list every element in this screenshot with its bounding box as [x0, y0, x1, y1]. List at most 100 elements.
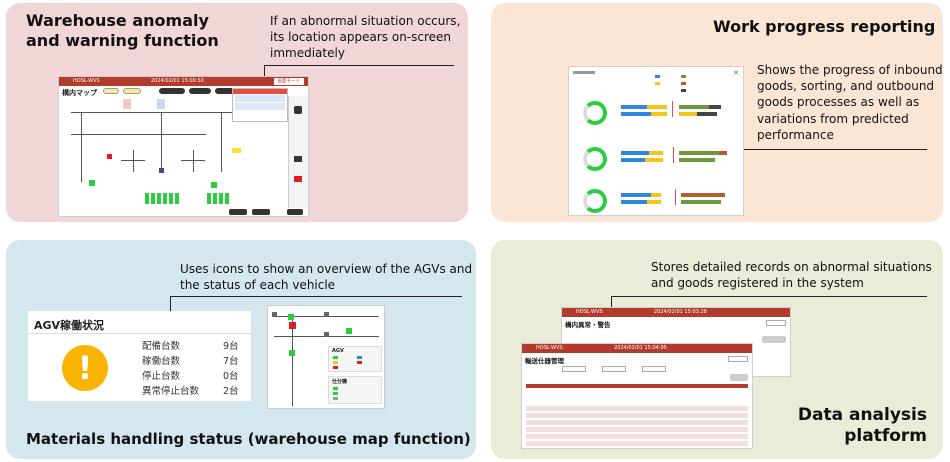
- filter-pill[interactable]: [103, 88, 119, 94]
- app-name: HOSL-WVS: [73, 78, 100, 84]
- page-title: 構内マップ: [62, 89, 97, 97]
- cart-icon[interactable]: [272, 312, 277, 317]
- panel-description: Shows the progress of inbound goods, sor…: [757, 63, 943, 142]
- agv-alert-icon[interactable]: [289, 322, 296, 329]
- table-row[interactable]: [526, 406, 748, 411]
- agv-legend: AGV: [328, 346, 382, 372]
- progress-ring: [583, 101, 607, 125]
- route-line: [71, 112, 236, 113]
- table-row[interactable]: [526, 420, 748, 425]
- filter-pill[interactable]: [189, 88, 211, 94]
- filter-field[interactable]: [602, 366, 626, 372]
- panel-description: Uses icons to show an overview of the AG…: [180, 262, 473, 293]
- agv-icon[interactable]: [288, 314, 294, 320]
- alert-row[interactable]: [235, 111, 285, 118]
- sidebar-icon[interactable]: [294, 176, 302, 182]
- stat-label: 停止台数: [142, 371, 181, 382]
- equipment-records-screenshot: HOSL-WVS 2024/02/01 15:04:05 輸送仕器管理: [521, 343, 753, 449]
- datetime: 2024/02/01 15:04:05: [614, 345, 667, 351]
- agv-icon[interactable]: [289, 350, 295, 356]
- filter-pill[interactable]: [123, 88, 141, 94]
- panel-title: Warehouse anomaly and warning function: [26, 11, 219, 50]
- cart-icon[interactable]: [324, 312, 329, 317]
- app-name: HOSL-WVS: [536, 345, 563, 351]
- warning-badge: [232, 148, 241, 153]
- table-header: [526, 384, 748, 388]
- agv-alert-icon[interactable]: [107, 154, 112, 159]
- mini-map-screenshot: AGV 仕分機: [267, 305, 385, 409]
- page-title: 構内異常・警告: [565, 321, 611, 329]
- sorter-legend: 仕分機: [328, 376, 382, 404]
- panel-work-progress: Work progress reporting Shows the progre…: [491, 3, 943, 222]
- panel-title: Work progress reporting: [713, 17, 936, 36]
- filter-pill[interactable]: [215, 88, 239, 94]
- rack-icon: [213, 193, 217, 204]
- progress-ring: [583, 189, 607, 213]
- panel-description: If an abnormal situation occurs, its loc…: [270, 14, 461, 61]
- legend-title: 仕分機: [332, 379, 348, 385]
- agv-status-card: AGV稼働状況 ! 配備台数 9台 稼働台数 7台 停止台数 0台 異常停止台数…: [28, 311, 251, 401]
- footer-button[interactable]: [252, 209, 270, 215]
- map-sidebar: [288, 96, 308, 208]
- agv-icon[interactable]: [346, 328, 352, 334]
- mode-button[interactable]: [766, 320, 786, 326]
- stat-value: 9台: [223, 341, 239, 352]
- legend-title: AGV: [332, 348, 344, 354]
- search-button[interactable]: [730, 374, 748, 381]
- panel-title: Data analysis platform: [797, 405, 927, 447]
- route-line: [221, 112, 222, 172]
- panel-materials-handling: Uses icons to show an overview of the AG…: [6, 240, 476, 459]
- datetime: 2024/02/01 15:00:50: [151, 78, 204, 84]
- close-icon[interactable]: ✕: [733, 69, 739, 77]
- rack-icon: [163, 193, 167, 204]
- table-row[interactable]: [526, 427, 748, 432]
- rack-icon: [157, 193, 161, 204]
- sidebar-icon[interactable]: [294, 106, 302, 114]
- datetime: 2024/02/01 15:03:28: [654, 309, 707, 315]
- search-button[interactable]: [762, 336, 786, 343]
- agv-icon[interactable]: [211, 182, 217, 188]
- leader-line: [170, 296, 462, 297]
- table-row[interactable]: [526, 441, 748, 446]
- app-header: HOSL-WVS 2024/02/01 15:00:50 画面モード: [59, 77, 308, 86]
- app-header: HOSL-WVS 2024/02/01 15:04:05: [522, 344, 752, 353]
- screen-mode-button[interactable]: 画面モード: [273, 78, 304, 85]
- card-title: AGV稼働状況: [34, 319, 105, 332]
- app-header: HOSL-WVS 2024/02/01 15:03:28: [562, 308, 790, 317]
- app-name: HOSL-WVS: [576, 309, 603, 315]
- footer-button[interactable]: [229, 209, 247, 215]
- table-row[interactable]: [526, 434, 748, 439]
- warehouse-map-screenshot: HOSL-WVS 2024/02/01 15:00:50 画面モード 構内マップ: [58, 76, 309, 217]
- filter-field[interactable]: [642, 366, 666, 372]
- footer-button[interactable]: [287, 209, 303, 215]
- agv-icon[interactable]: [89, 180, 95, 186]
- cart-icon[interactable]: [159, 168, 164, 173]
- panel-anomaly-warning: Warehouse anomaly and warning function I…: [6, 3, 468, 222]
- cart-icon[interactable]: [324, 332, 329, 337]
- stat-value: 7台: [223, 356, 239, 367]
- alert-row[interactable]: [235, 103, 285, 110]
- sidebar-icon[interactable]: [294, 156, 302, 162]
- filter-field[interactable]: [562, 366, 586, 372]
- floor-map[interactable]: [61, 96, 286, 208]
- divider: [28, 333, 251, 334]
- zone-block: [123, 99, 131, 109]
- alert-row[interactable]: [235, 95, 285, 102]
- panel-description: Stores detailed records on abnormal situ…: [651, 260, 932, 291]
- table-row[interactable]: [526, 413, 748, 418]
- stat-label: 配備台数: [142, 341, 181, 352]
- stat-label: 異常停止台数: [142, 386, 200, 397]
- mode-button[interactable]: [728, 356, 748, 362]
- legend: [655, 75, 705, 93]
- progress-ring: [583, 147, 607, 171]
- filter-pill[interactable]: [159, 88, 185, 94]
- alert-popup[interactable]: [232, 88, 288, 122]
- cross-marker: [193, 150, 194, 172]
- stat-label: 稼働台数: [142, 356, 181, 367]
- zone-block: [157, 99, 165, 109]
- page-title: 輸送仕器管理: [525, 357, 564, 365]
- route-line: [292, 316, 293, 406]
- leader-line: [170, 296, 171, 320]
- rack-icon: [145, 193, 149, 204]
- route-line: [161, 112, 162, 172]
